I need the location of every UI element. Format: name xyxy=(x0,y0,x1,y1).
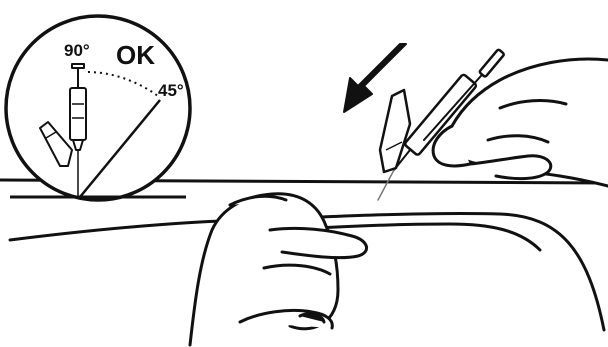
angle-inset: 90° OK 45° xyxy=(6,16,190,200)
angle-high-label: 90° xyxy=(64,41,90,60)
angle-low-label: 45° xyxy=(158,81,184,100)
status-label: OK xyxy=(116,40,155,70)
needle-cap xyxy=(380,90,410,172)
